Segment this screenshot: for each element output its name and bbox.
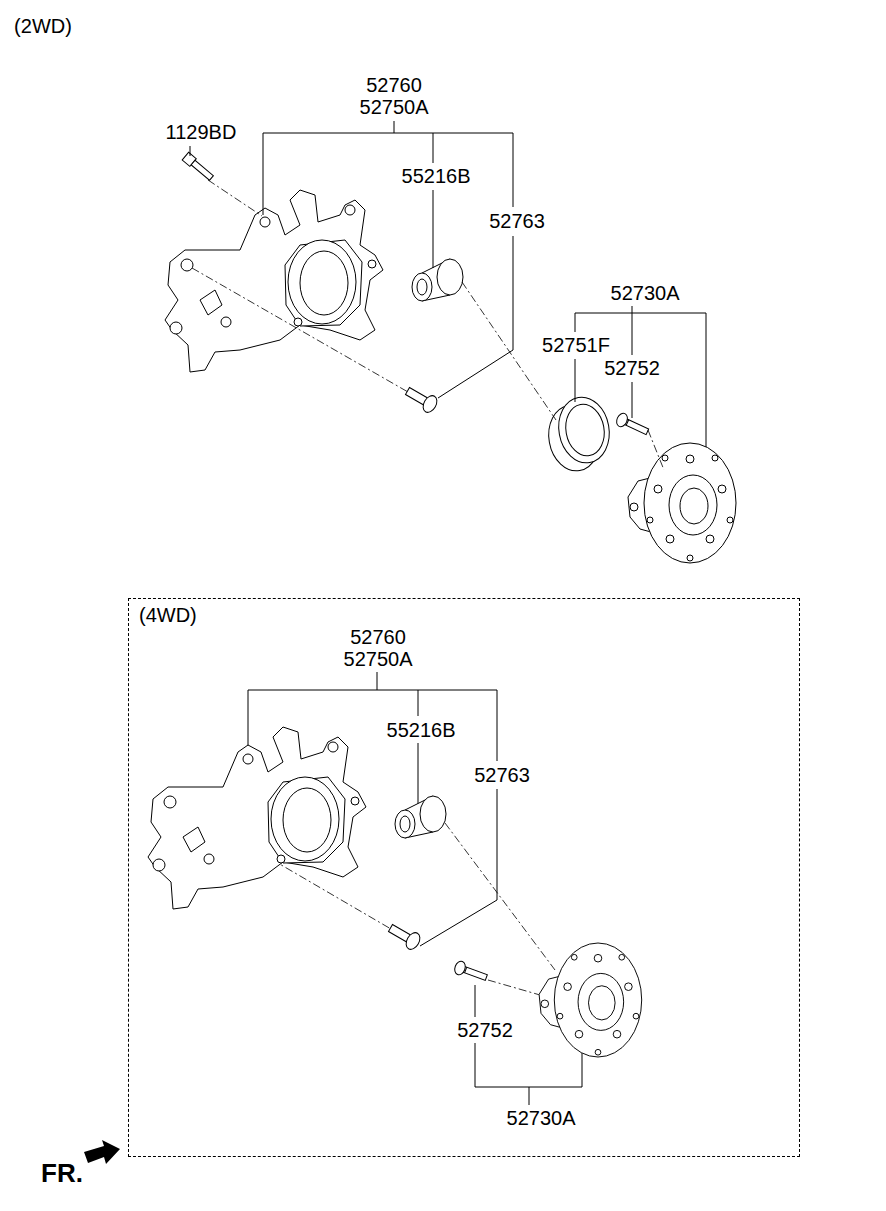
hub-4wd [539,943,642,1057]
center-lines [648,430,664,470]
leader-lines [575,306,706,447]
center-lines [192,268,408,392]
leader-lines [263,121,513,398]
front-arrow [84,1140,120,1164]
region-frame: (4WD) [128,598,800,1157]
hub-2wd [628,443,736,563]
part-number: 52763 [487,210,547,233]
knuckle-2wd [165,190,463,415]
knuckle-4wd [148,727,446,952]
part-number: 1129BD [164,121,239,144]
part-number: 52760 [364,74,424,97]
part-number: 52751F [540,334,612,357]
part-number: 52763 [472,764,532,787]
variant-label: (2WD) [12,15,74,38]
part-number: 52752 [455,1019,515,1042]
center-lines [445,823,555,970]
bolt-1129bd [191,160,213,180]
dust-shield [554,393,615,467]
center-lines [208,180,262,216]
part-number: 52730A [505,1107,578,1130]
bolt-1129bd [182,152,214,182]
stud-4wd [453,960,489,984]
dust-shield [562,401,608,459]
part-number: 52760 [348,626,408,649]
part-number: 55216B [400,165,473,188]
center-lines [488,980,540,995]
leader-lines [190,146,191,156]
part-number: 52750A [358,96,431,119]
direction-label: FR. [39,1158,85,1188]
dust-shield [544,393,615,475]
part-number: 52752 [602,357,662,380]
part-number: 52750A [342,648,415,671]
leader-lines [190,121,706,1105]
part-number: 55216B [385,719,458,742]
region-title: (4WD) [137,604,199,627]
part-number: 52730A [609,282,682,305]
